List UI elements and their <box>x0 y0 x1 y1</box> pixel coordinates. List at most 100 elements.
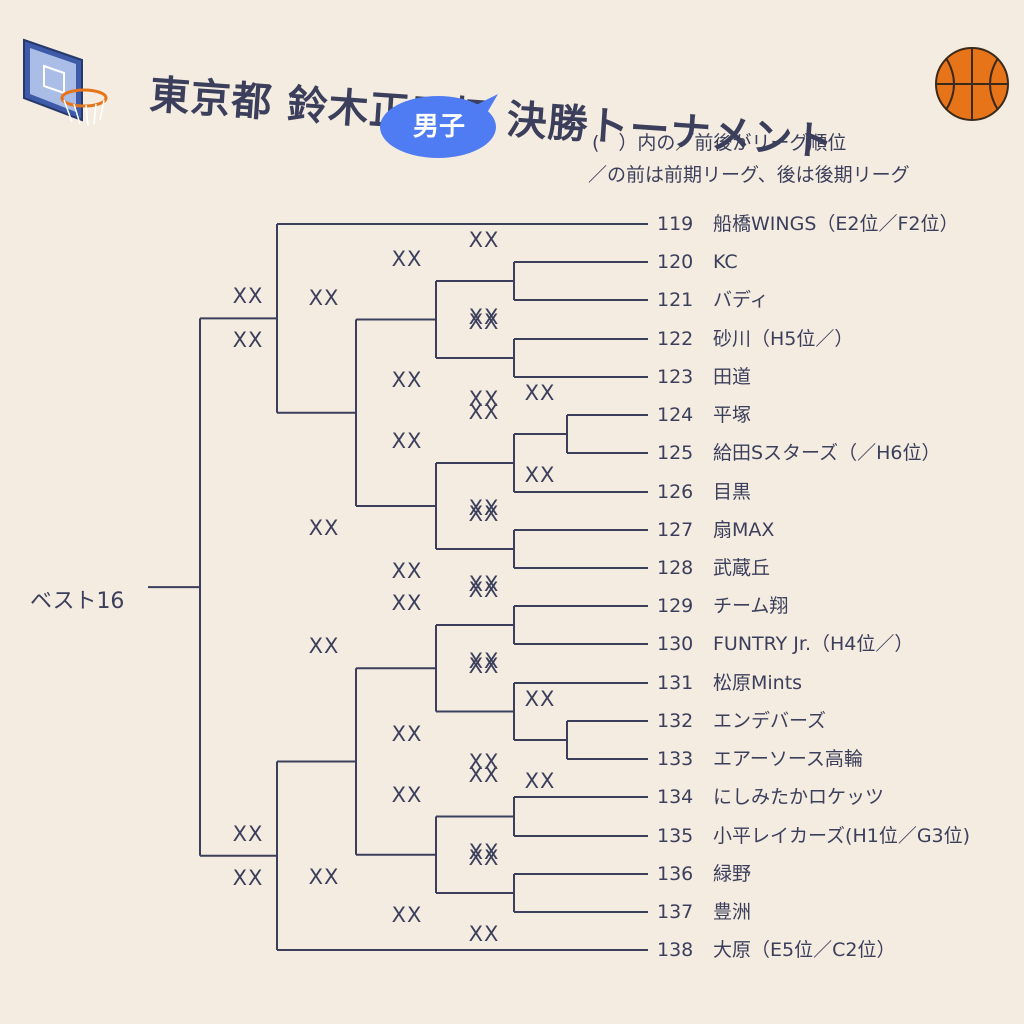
team-name: 砂川（H5位／） <box>713 328 854 350</box>
team-entry: 132 エンデバーズ <box>657 709 826 733</box>
team-name: 緑野 <box>713 863 752 885</box>
team-name: 豊洲 <box>713 901 752 923</box>
score-placeholder: XX <box>468 572 500 596</box>
score-placeholder: XX <box>308 516 340 540</box>
score-placeholder: XX <box>468 750 500 774</box>
team-number: 123 <box>657 366 694 388</box>
score-placeholder: XX <box>391 591 423 615</box>
team-name: バディ <box>713 289 769 311</box>
score-placeholder: XX <box>232 284 264 309</box>
score-placeholder: XX <box>524 769 556 793</box>
score-placeholder: XX <box>232 328 264 353</box>
score-placeholder: XX <box>524 463 556 487</box>
team-number: 137 <box>657 901 694 923</box>
team-entry: 133 エアーソース高輪 <box>657 747 863 771</box>
team-entry: 125 給田Sスターズ（／H6位） <box>657 441 941 465</box>
category-label: 男子 <box>412 112 465 142</box>
team-entry: 136 緑野 <box>657 862 751 886</box>
team-number: 122 <box>657 328 694 350</box>
score-placeholder: XX <box>232 821 264 846</box>
score-placeholder: XX <box>468 763 500 787</box>
score-placeholder: XX <box>468 654 500 678</box>
score-placeholder: XX <box>391 903 423 927</box>
team-number: 121 <box>657 289 694 311</box>
team-name: 目黒 <box>713 481 752 503</box>
score-placeholder: XX <box>468 502 500 526</box>
score-placeholder: XX <box>468 846 500 870</box>
best16-label: ベスト16 <box>30 589 125 614</box>
team-name: にしみたかロケッツ <box>713 786 885 808</box>
team-number: 134 <box>657 786 694 808</box>
team-name: 扇MAX <box>713 519 775 541</box>
score-placeholder: XX <box>524 687 556 711</box>
team-name: KC <box>713 251 738 273</box>
score-placeholder: XX <box>468 649 500 673</box>
score-placeholder: XX <box>468 310 500 334</box>
team-number: 131 <box>657 672 694 694</box>
team-number: 135 <box>657 825 694 847</box>
score-placeholder: XX <box>391 429 423 453</box>
team-entry: 137 豊洲 <box>657 900 751 924</box>
team-entry: 131 松原Mints <box>657 671 802 695</box>
legend-note-1: ( ）内の／前後がリーグ順位 <box>592 132 847 154</box>
team-number: 133 <box>657 748 694 770</box>
team-name: 平塚 <box>713 404 752 426</box>
team-number: 124 <box>657 404 694 426</box>
team-entry: 134 にしみたかロケッツ <box>657 785 884 809</box>
score-placeholder: XX <box>524 381 556 405</box>
score-placeholder: XX <box>468 400 500 424</box>
team-number: 120 <box>657 251 694 273</box>
score-placeholder: XX <box>308 634 340 659</box>
team-entry: 135 小平レイカーズ(H1位／G3位) <box>657 824 970 848</box>
team-number: 125 <box>657 442 694 464</box>
team-entry: 121 バディ <box>657 288 769 312</box>
team-number: 132 <box>657 710 694 732</box>
team-entry: 128 武蔵丘 <box>657 556 770 580</box>
team-number: 128 <box>657 557 694 579</box>
score-placeholder: XX <box>468 387 500 411</box>
team-name: エンデバーズ <box>713 710 827 732</box>
score-placeholder: XX <box>391 559 423 583</box>
team-entry: 122 砂川（H5位／） <box>657 327 853 351</box>
score-placeholder: XX <box>468 840 500 864</box>
team-entry: 126 目黒 <box>657 480 751 504</box>
team-name: FUNTRY Jr.（H4位／） <box>713 633 914 655</box>
team-number: 127 <box>657 519 694 541</box>
score-placeholder: XX <box>468 305 500 329</box>
score-placeholder: XX <box>468 496 500 520</box>
score-placeholder: XX <box>232 865 264 890</box>
score-placeholder: XX <box>308 864 340 889</box>
team-entry: 127 扇MAX <box>657 518 774 542</box>
team-name: チーム翔 <box>713 595 789 617</box>
team-entry: 123 田道 <box>657 365 751 389</box>
score-placeholder: XX <box>391 721 423 746</box>
team-name: 武蔵丘 <box>713 557 771 579</box>
legend-note-2: ／の前は前期リーグ、後は後期リーグ <box>588 164 910 186</box>
team-name: 田道 <box>713 366 752 388</box>
score-placeholder: XX <box>391 368 423 392</box>
team-number: 136 <box>657 863 694 885</box>
score-placeholder: XX <box>468 922 500 946</box>
team-entry: 120 KC <box>657 250 738 274</box>
score-placeholder: XX <box>391 782 423 807</box>
team-name: 小平レイカーズ(H1位／G3位) <box>713 825 971 847</box>
team-number: 130 <box>657 633 694 655</box>
score-placeholder: XX <box>391 247 423 271</box>
team-name: 松原Mints <box>713 672 803 694</box>
team-number: 119 <box>657 213 694 235</box>
team-entry: 130 FUNTRY Jr.（H4位／） <box>657 632 913 656</box>
team-name: エアーソース高輪 <box>713 748 863 770</box>
team-number: 138 <box>657 939 694 961</box>
team-name: 給田Sスターズ（／H6位） <box>713 442 941 464</box>
team-number: 126 <box>657 481 694 503</box>
score-placeholder: XX <box>468 228 500 252</box>
basketball-icon <box>932 44 1012 128</box>
score-placeholder: XX <box>308 285 340 310</box>
team-entry: 124 平塚 <box>657 403 751 427</box>
team-name: 船橋WINGS（E2位／F2位） <box>713 213 959 235</box>
team-entry: 119 船橋WINGS（E2位／F2位） <box>657 212 959 236</box>
basketball-hoop-icon <box>22 38 122 132</box>
